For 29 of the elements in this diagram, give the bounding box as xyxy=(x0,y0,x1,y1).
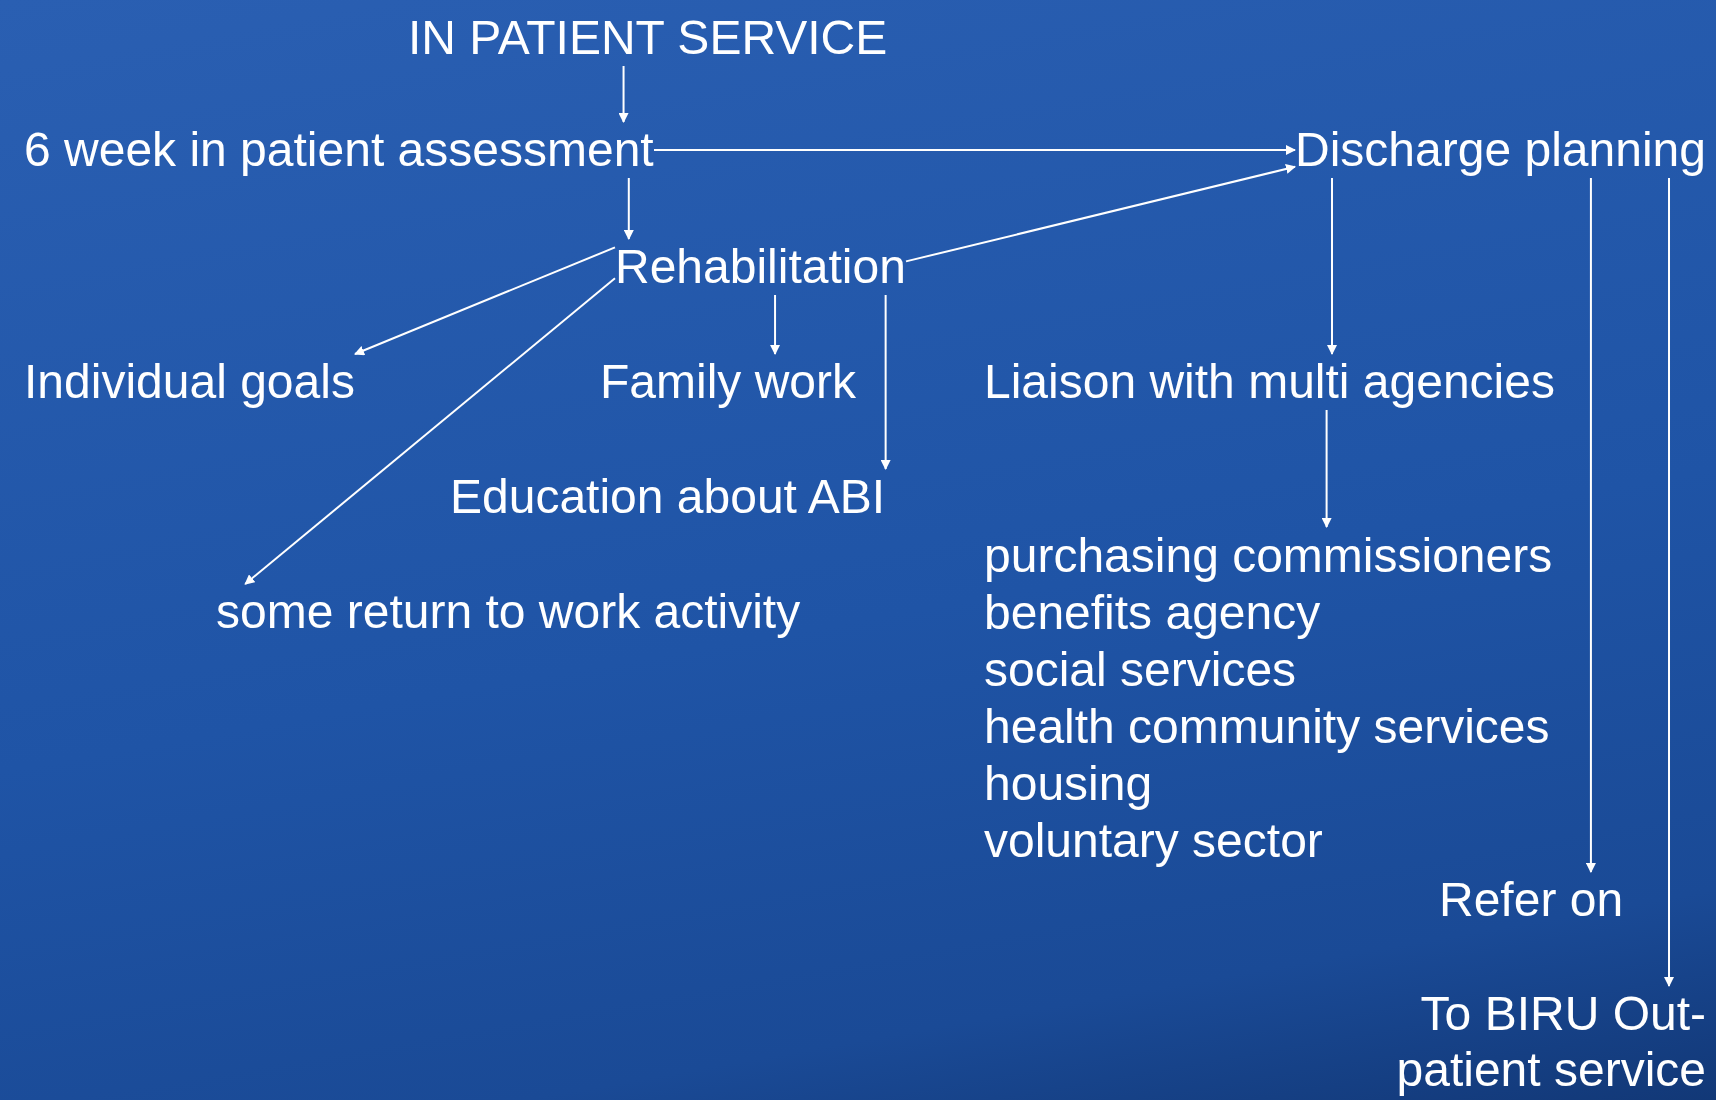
arrow xyxy=(354,246,616,356)
node-label: Rehabilitation xyxy=(615,239,906,295)
node-label: IN PATIENT SERVICE xyxy=(408,10,888,66)
arrow xyxy=(623,177,634,240)
arrow xyxy=(1327,177,1337,355)
node-label: Education about ABI xyxy=(450,469,885,525)
node-label: Family work xyxy=(600,354,856,410)
arrow xyxy=(880,294,891,470)
arrow xyxy=(1664,177,1674,987)
list-item: health community services xyxy=(984,699,1551,755)
list-item: housing xyxy=(984,756,1154,812)
node-label: some return to work activity xyxy=(216,584,801,640)
node-label: 6 week in patient assessment xyxy=(24,122,654,178)
arrow xyxy=(1585,177,1596,873)
arrow xyxy=(618,65,629,123)
arrow xyxy=(1321,409,1332,528)
node-label: To BIRU Out-patient service xyxy=(1395,986,1706,1098)
list-item: benefits agency xyxy=(984,585,1322,641)
node-label: Liaison with multi agencies xyxy=(984,354,1555,410)
arrow xyxy=(244,277,616,585)
arrow xyxy=(770,294,781,355)
node-label: Individual goals xyxy=(24,354,355,410)
node-label: Discharge planning xyxy=(1295,122,1706,178)
list-item: social services xyxy=(984,642,1298,698)
arrow xyxy=(905,164,1296,263)
list-item: purchasing commissioners xyxy=(984,528,1553,584)
list-item: voluntary sector xyxy=(984,813,1324,869)
arrow xyxy=(653,145,1296,155)
node-label: Refer on xyxy=(1439,872,1624,928)
